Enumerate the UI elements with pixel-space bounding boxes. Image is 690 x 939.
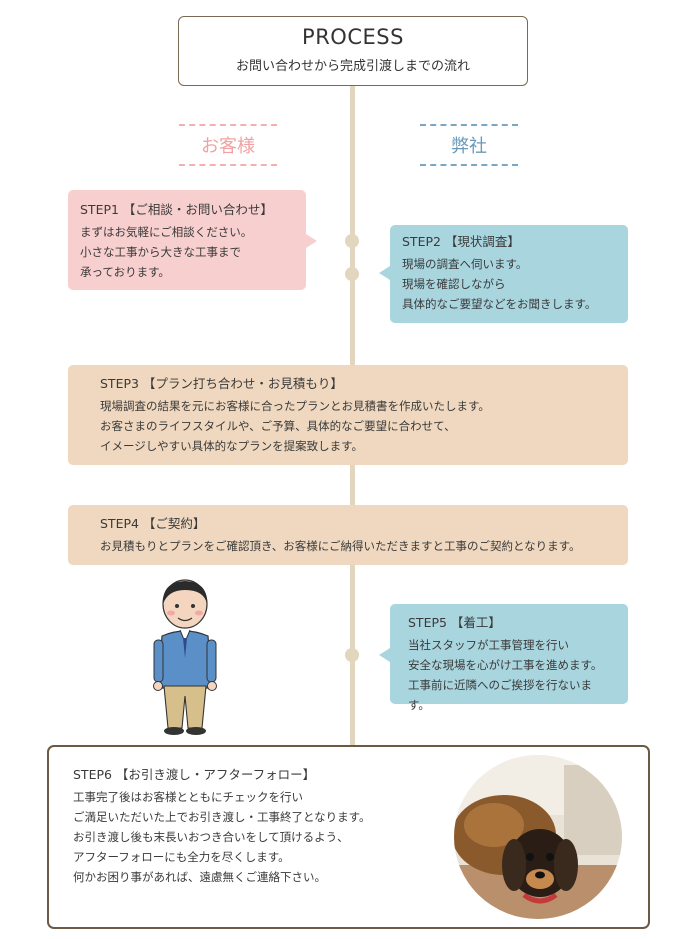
step3-line: イメージしやすい具体的なプランを提案致します。 xyxy=(100,439,364,453)
step6-card: STEP6 【お引き渡し・アフターフォロー】 工事完了後はお客様とともにチェック… xyxy=(47,745,650,929)
step6-line: 工事完了後はお客様とともにチェックを行い xyxy=(73,790,303,804)
timeline-dot xyxy=(345,234,359,248)
step5-line: 安全な現場を心がけ工事を進めます。 xyxy=(408,658,603,672)
step6-title: STEP6 【お引き渡し・アフターフォロー】 xyxy=(73,767,316,782)
timeline-dot xyxy=(345,267,359,281)
page-subtitle: お問い合わせから完成引渡しまでの流れ xyxy=(235,59,470,74)
step2-card: STEP2 【現状調査】 現場の調査へ伺います。 現場を確認しながら 具体的なご… xyxy=(390,225,628,323)
step5-card: STEP5 【着工】 当社スタッフが工事管理を行い 安全な現場を心がけ工事を進め… xyxy=(390,604,628,712)
step2-title: STEP2 【現状調査】 xyxy=(402,234,520,249)
step6-line: ご満足いただいた上でお引き渡し・工事終了となります。 xyxy=(73,810,371,824)
step6-line: お引き渡し後も末長いおつき合いをして頂けるよう、 xyxy=(73,830,349,844)
step4-title: STEP4 【ご契約】 xyxy=(100,516,206,531)
step6-line: 何かお困り事があれば、遠慮無くご連絡下さい。 xyxy=(73,870,326,884)
step3-line: お客さまのライフスタイルや、ご予算、具体的なご要望に合わせて、 xyxy=(100,419,456,433)
step5-line: 当社スタッフが工事管理を行い xyxy=(408,638,569,652)
step5-line: 工事前に近隣へのご挨拶を行ないます。 xyxy=(408,678,592,712)
process-header: PROCESS お問い合わせから完成引渡しまでの流れ xyxy=(178,16,528,86)
staff-illustration-icon xyxy=(152,578,218,736)
step3-title: STEP3 【プラン打ち合わせ・お見積もり】 xyxy=(100,376,343,391)
step2-pointer xyxy=(379,266,390,280)
step4-line: お見積もりとプランをご確認頂き、お客様にご納得いただきますと工事のご契約となりま… xyxy=(100,539,581,553)
step3-card: STEP3 【プラン打ち合わせ・お見積もり】 現場調査の結果を元にお客様に合った… xyxy=(68,365,628,465)
step1-line: 承っております。 xyxy=(80,265,170,279)
page-title: PROCESS xyxy=(302,25,404,49)
step1-card: STEP1 【ご相談・お問い合わせ】 まずはお気軽にご相談ください。 小さな工事… xyxy=(68,190,306,290)
step1-line: まずはお気軽にご相談ください。 xyxy=(80,225,253,239)
step5-title: STEP5 【着工】 xyxy=(408,615,501,630)
step5-pointer xyxy=(379,648,390,662)
step3-line: 現場調査の結果を元にお客様に合ったプランとお見積書を作成いたします。 xyxy=(100,399,490,413)
timeline-dot xyxy=(345,648,359,662)
step6-text: STEP6 【お引き渡し・アフターフォロー】 工事完了後はお客様とともにチェック… xyxy=(73,765,453,887)
step2-line: 現場を確認しながら xyxy=(402,277,506,291)
step1-title: STEP1 【ご相談・お問い合わせ】 xyxy=(80,202,273,217)
company-label: 弊社 xyxy=(420,124,518,166)
step1-line: 小さな工事から大きな工事まで xyxy=(80,245,241,259)
step6-line: アフターフォローにも全力を尽くします。 xyxy=(73,850,290,864)
step2-line: 現場の調査へ伺います。 xyxy=(402,257,528,271)
customer-label: お客様 xyxy=(179,124,277,166)
step1-pointer xyxy=(306,234,317,248)
dog-photo xyxy=(454,755,622,919)
step4-card: STEP4 【ご契約】 お見積もりとプランをご確認頂き、お客様にご納得いただきま… xyxy=(68,505,628,565)
step2-line: 具体的なご要望などをお聞きします。 xyxy=(402,297,597,311)
